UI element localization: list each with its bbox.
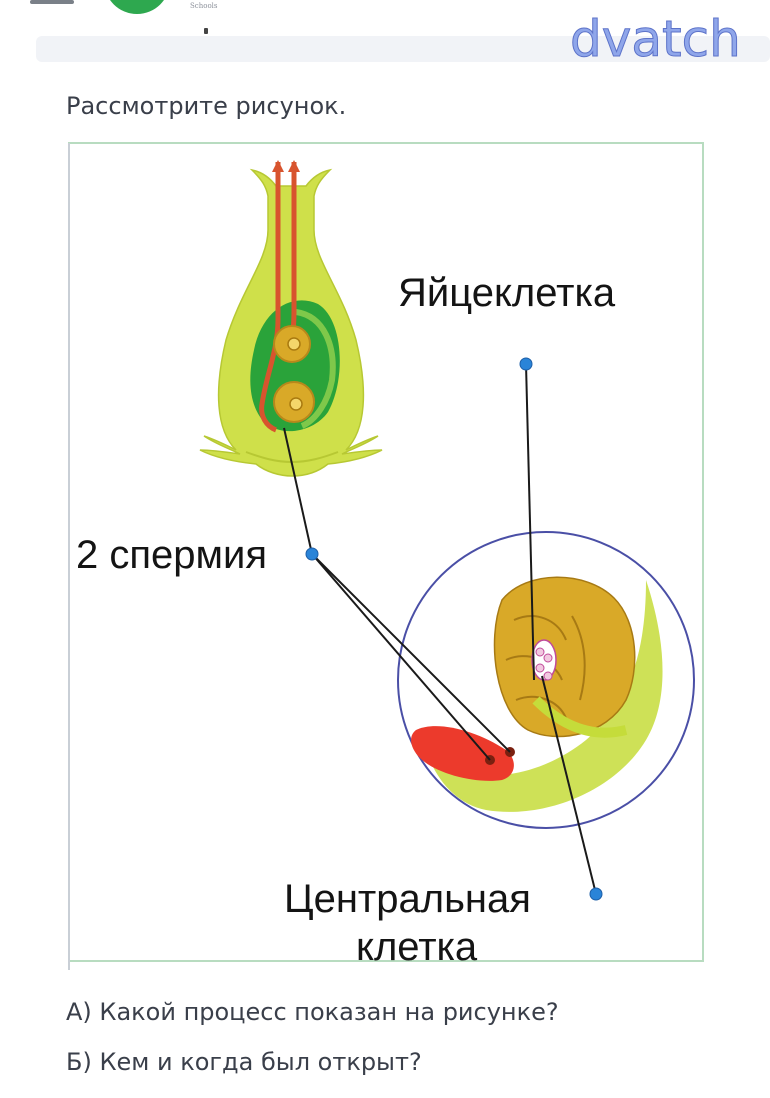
pollen-tube-tip-1 — [272, 160, 284, 172]
cell-upper-nucleus — [287, 337, 301, 351]
pointer-sperm-origin — [283, 427, 313, 555]
label-central-cell-line2: клетка — [356, 925, 478, 969]
menu-icon[interactable] — [30, 0, 74, 4]
top-bar: Schools dvatch — [0, 0, 770, 70]
embryo-sac-lobe — [426, 580, 663, 812]
pointer-dot-central — [589, 887, 603, 901]
header-strip — [36, 36, 770, 62]
diagram-svg: Яйцеклетка 2 спермия Центральная клетка — [68, 142, 704, 970]
red-spot — [411, 726, 514, 781]
pointer-egg-cell — [525, 363, 535, 681]
nucleus-4 — [543, 671, 553, 681]
embryo-sac-band — [532, 696, 628, 738]
question-part-b: Б) Кем и когда был открыт? — [66, 1048, 422, 1076]
header-mark — [204, 28, 208, 34]
pointer-lines — [283, 357, 603, 901]
question-part-a: А) Какой процесс показан на рисунке? — [66, 998, 559, 1026]
pointer-sperm-1 — [311, 553, 491, 761]
pointer-dot-sperm — [305, 547, 319, 561]
pointer-sperm-2 — [311, 553, 511, 753]
ovule — [250, 300, 340, 432]
fertilization-diagram: Яйцеклетка 2 спермия Центральная клетка — [66, 140, 708, 970]
label-two-sperm: 2 спермия — [76, 533, 267, 577]
pistil-illustration — [199, 160, 383, 477]
pollen-tube-tip-2 — [288, 160, 300, 172]
nucleus-2 — [543, 653, 553, 663]
logo-subtitle: Schools — [190, 2, 218, 10]
question-intro: Рассмотрите рисунок. — [66, 92, 347, 120]
watermark: dvatch — [570, 10, 742, 69]
nucleus-1 — [535, 647, 545, 657]
cell-lower-nucleus — [289, 397, 303, 411]
nucleus-3 — [535, 663, 545, 673]
pointer-central-cell — [541, 675, 597, 895]
pointer-dot-egg — [519, 357, 533, 371]
label-egg-cell: Яйцеклетка — [398, 271, 616, 315]
ovule-integument — [295, 309, 336, 429]
embryo-sac-circle — [397, 531, 695, 829]
logo[interactable] — [104, 0, 170, 14]
label-central-cell-line1: Центральная — [284, 877, 531, 921]
figure-frame — [68, 142, 704, 962]
embryo-sac-illustration — [397, 531, 695, 829]
